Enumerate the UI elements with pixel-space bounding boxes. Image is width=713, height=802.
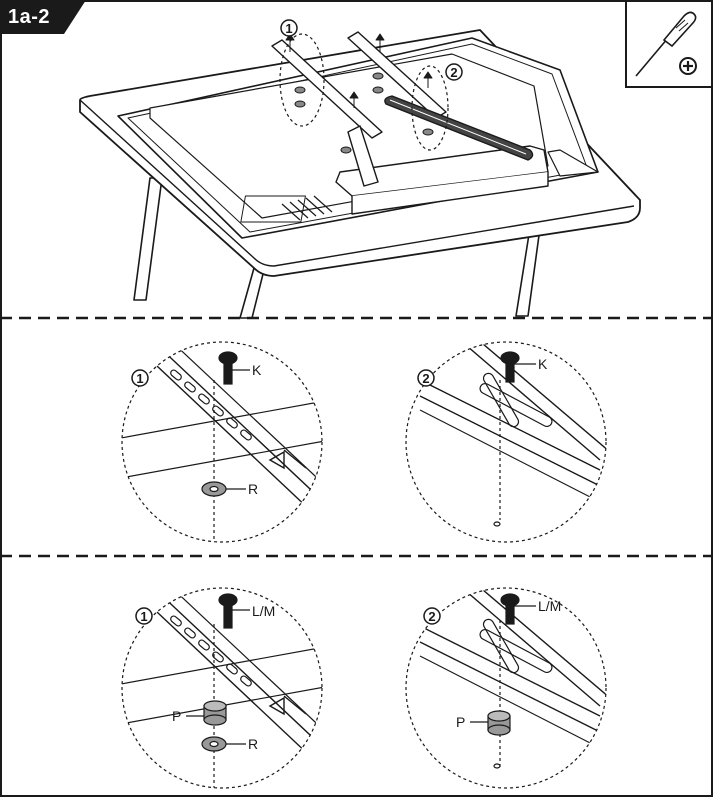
detail-2-direct — [405, 341, 607, 543]
phillips-head-icon — [679, 57, 697, 75]
detail-4-spacer — [405, 587, 607, 789]
detail-3-washer-label: R — [248, 736, 258, 752]
scene-callout-2: 2 — [450, 65, 457, 80]
detail-3-spacer-label: P — [172, 708, 181, 724]
detail-1-washer-label: R — [248, 481, 258, 497]
detail-2-callout: 2 — [422, 371, 429, 386]
detail-3-screw-label: L/M — [252, 603, 275, 619]
step-number: 1a-2 — [8, 6, 51, 28]
scene-callout-1: 1 — [285, 21, 292, 36]
detail-4-screw-label: L/M — [538, 598, 561, 614]
step-tab-bg — [0, 0, 86, 34]
detail-1-callout: 1 — [136, 371, 143, 386]
table-tv-scene — [79, 19, 641, 319]
detail-4-callout: 2 — [428, 609, 435, 624]
bracket-slots — [170, 369, 252, 441]
detail-4-spacer-label: P — [456, 714, 465, 730]
detail-1-washer — [121, 341, 323, 543]
detail-3-callout: 1 — [140, 609, 147, 624]
detail-2-screw-label: K — [538, 356, 548, 372]
screwdriver-icon — [625, 0, 713, 88]
detail-3-spacer-washer — [121, 587, 323, 789]
detail-1-screw-label: K — [252, 362, 262, 378]
